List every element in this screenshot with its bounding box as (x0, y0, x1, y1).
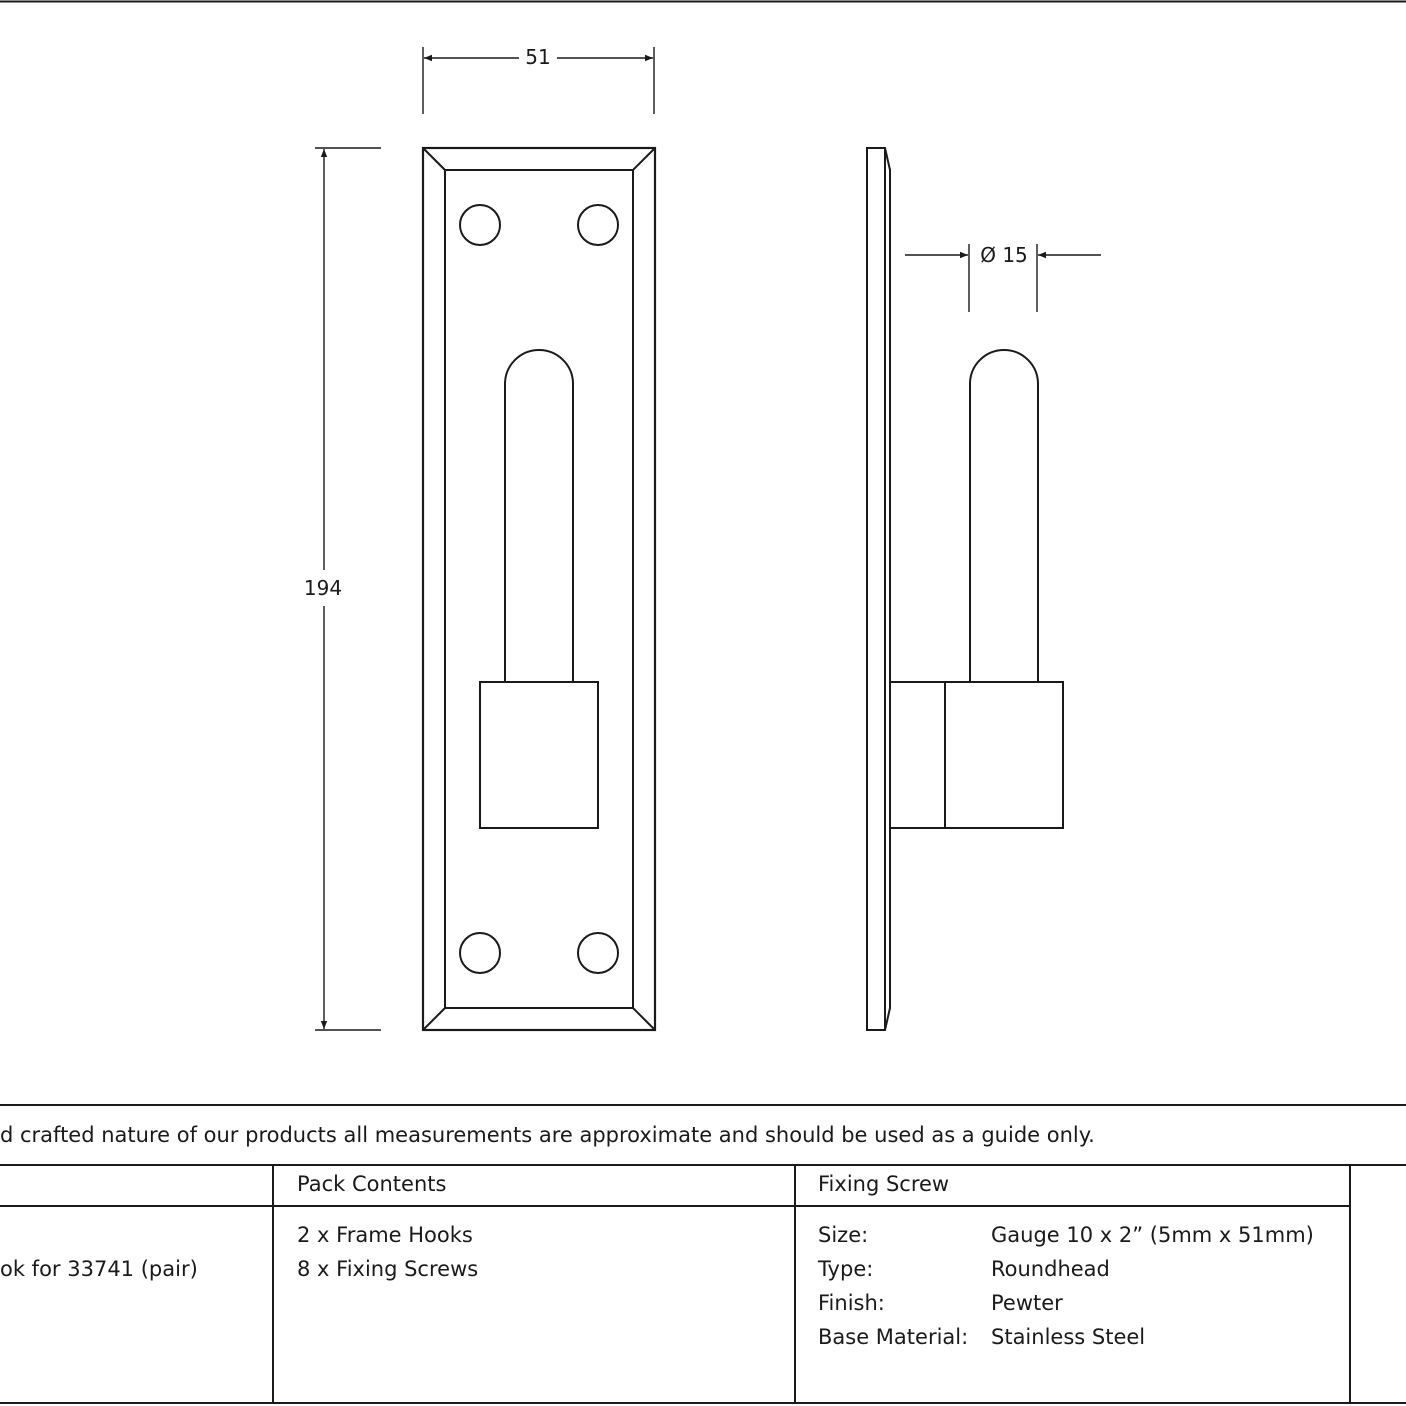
pack-contents-item: 2 x Frame Hooks (297, 1223, 473, 1247)
product-description: ok for 33741 (pair) (0, 1257, 198, 1281)
backplate-inner (444, 169, 634, 1009)
disclaimer-text: d crafted nature of our products all mea… (0, 1123, 1095, 1147)
side-plate (866, 147, 891, 1031)
side-hook-pin (969, 349, 1039, 682)
spec-label-material: Base Material: (818, 1325, 969, 1349)
spec-label-finish: Finish: (818, 1291, 885, 1315)
spec-label-size: Size: (818, 1223, 869, 1247)
bevel-line (632, 147, 656, 171)
spec-value-type: Roundhead (991, 1257, 1110, 1281)
side-view (866, 147, 1064, 1031)
side-hook-base (944, 681, 1064, 829)
pack-contents-item: 8 x Fixing Screws (297, 1257, 479, 1281)
side-collar (889, 681, 946, 829)
bevel-line (632, 1007, 656, 1031)
spec-value-size: Gauge 10 x 2” (5mm x 51mm) (991, 1223, 1314, 1247)
hook-pin (504, 349, 574, 682)
bevel-line (422, 1007, 446, 1031)
info-table-lines (0, 1104, 1406, 1404)
front-view (421, 146, 657, 1032)
diameter-dimension: Ø 15 (905, 243, 1101, 312)
height-label: 194 (304, 576, 342, 600)
diameter-label: Ø 15 (980, 243, 1028, 267)
screw-hole (459, 932, 501, 974)
backplate-outer (421, 146, 657, 1032)
width-label: 51 (525, 45, 550, 69)
height-dimension: 194 (304, 147, 381, 1031)
spec-label-type: Type: (818, 1257, 874, 1281)
hook-base (479, 681, 599, 829)
fixing-screw-header: Fixing Screw (818, 1172, 950, 1196)
bevel-line (422, 147, 446, 171)
spec-value-finish: Pewter (991, 1291, 1063, 1315)
screw-hole (577, 204, 619, 246)
pack-contents-header: Pack Contents (297, 1172, 447, 1196)
screw-hole (577, 932, 619, 974)
screw-hole (459, 204, 501, 246)
width-dimension: 51 (422, 45, 655, 114)
spec-value-material: Stainless Steel (991, 1325, 1146, 1349)
